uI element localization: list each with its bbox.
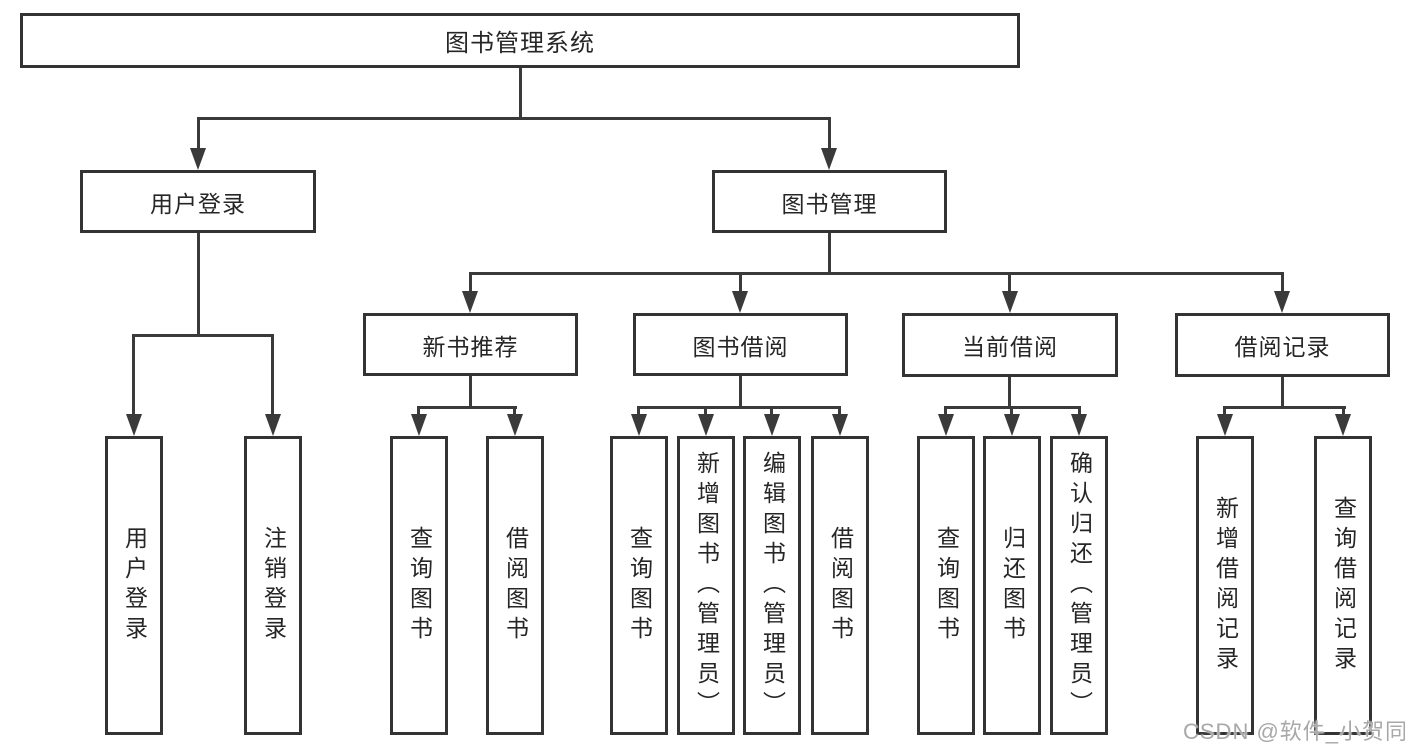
- connector-line: [828, 117, 831, 150]
- leaf-return-books: 归还图书: [983, 436, 1041, 735]
- connector-line: [944, 406, 947, 417]
- connector-line: [513, 406, 516, 417]
- arrow-down-icon: [938, 414, 954, 436]
- node-system-root-label: 图书管理系统: [445, 30, 595, 57]
- connector-line: [469, 373, 472, 409]
- leaf-borrow-books-label: 借阅图书: [827, 525, 854, 646]
- connector-line: [469, 272, 472, 293]
- connector-line: [1008, 272, 1011, 293]
- connector-line: [271, 334, 274, 416]
- connector-line: [637, 406, 841, 409]
- arrow-down-icon: [1335, 414, 1351, 436]
- arrow-down-icon: [126, 414, 142, 436]
- node-user-login: 用户登录: [80, 170, 316, 233]
- leaf-logout: 注销登录: [244, 436, 302, 735]
- connector-line: [1281, 272, 1284, 293]
- connector-line: [1078, 406, 1081, 417]
- leaf-recommend-borrow-books-label: 借阅图书: [502, 525, 529, 646]
- arrow-down-icon: [698, 414, 714, 436]
- connector-line: [637, 406, 640, 417]
- connector-line: [1281, 374, 1284, 409]
- connector-line: [828, 230, 831, 275]
- node-book-management: 图书管理: [712, 170, 947, 233]
- leaf-recommend-query-books-label: 查询图书: [406, 525, 433, 646]
- connector-line: [197, 117, 831, 120]
- leaf-current-query-books: 查询图书: [917, 436, 975, 735]
- connector-line: [417, 406, 420, 417]
- leaf-add-books-admin-label: 新增图书（管理员）: [693, 450, 720, 721]
- node-book-borrow-label: 图书借阅: [692, 333, 789, 360]
- arrow-down-icon: [1274, 291, 1290, 313]
- node-current-borrow-label: 当前借阅: [962, 334, 1058, 360]
- connector-line: [1223, 406, 1226, 417]
- arrow-down-icon: [190, 148, 206, 170]
- arrow-down-icon: [631, 414, 647, 436]
- leaf-confirm-return-admin-label: 确认归还（管理员）: [1066, 450, 1093, 721]
- node-borrow-records-label: 借阅记录: [1234, 334, 1331, 360]
- leaf-borrow-query-books-label: 查询图书: [626, 525, 653, 646]
- node-current-borrow: 当前借阅: [902, 313, 1118, 377]
- connector-line: [132, 334, 274, 337]
- connector-line: [197, 117, 200, 150]
- node-user-login-label: 用户登录: [150, 190, 246, 217]
- arrow-down-icon: [462, 291, 478, 313]
- leaf-add-borrow-record-label: 新增借阅记录: [1212, 495, 1239, 676]
- leaf-user-login: 用户登录: [105, 436, 163, 735]
- connector-line: [838, 406, 841, 417]
- connector-line: [1010, 406, 1013, 417]
- connector-line: [519, 66, 522, 120]
- leaf-return-books-label: 归还图书: [999, 525, 1026, 646]
- connector-line: [417, 406, 517, 409]
- arrow-down-icon: [1071, 414, 1087, 436]
- arrow-down-icon: [1002, 291, 1018, 313]
- node-borrow-records: 借阅记录: [1175, 313, 1390, 377]
- arrow-down-icon: [764, 414, 780, 436]
- leaf-add-books-admin: 新增图书（管理员）: [677, 436, 735, 735]
- connector-line: [739, 272, 742, 293]
- leaf-recommend-borrow-books: 借阅图书: [486, 436, 544, 735]
- connector-line: [469, 272, 1283, 275]
- arrow-down-icon: [507, 414, 523, 436]
- arrow-down-icon: [265, 414, 281, 436]
- leaf-borrow-books: 借阅图书: [811, 436, 869, 735]
- arrow-down-icon: [1217, 414, 1233, 436]
- node-new-book-recommend-label: 新书推荐: [422, 333, 519, 360]
- connector-line: [739, 373, 742, 409]
- leaf-recommend-query-books: 查询图书: [390, 436, 448, 735]
- leaf-query-borrow-record: 查询借阅记录: [1314, 436, 1372, 735]
- leaf-query-borrow-record-label: 查询借阅记录: [1330, 495, 1357, 676]
- node-system-root: 图书管理系统: [20, 13, 1020, 68]
- connector-line: [1342, 406, 1345, 417]
- arrow-down-icon: [1004, 414, 1020, 436]
- csdn-watermark: CSDN @软件_小贺同学: [1183, 719, 1405, 744]
- leaf-confirm-return-admin: 确认归还（管理员）: [1050, 436, 1108, 735]
- leaf-borrow-query-books: 查询图书: [610, 436, 668, 735]
- arrow-down-icon: [411, 414, 427, 436]
- node-book-management-label: 图书管理: [781, 190, 878, 217]
- leaf-edit-books-admin-label: 编辑图书（管理员）: [759, 450, 786, 721]
- connector-line: [132, 334, 135, 416]
- connector-line: [704, 406, 707, 417]
- leaf-user-login-label: 用户登录: [121, 525, 148, 646]
- node-book-borrow: 图书借阅: [633, 313, 848, 376]
- arrow-down-icon: [821, 148, 837, 170]
- connector-line: [197, 230, 200, 337]
- leaf-current-query-books-label: 查询图书: [933, 525, 960, 646]
- connector-line: [770, 406, 773, 417]
- arrow-down-icon: [832, 414, 848, 436]
- connector-line: [1008, 374, 1011, 409]
- arrow-down-icon: [732, 291, 748, 313]
- leaf-add-borrow-record: 新增借阅记录: [1196, 436, 1254, 735]
- leaf-edit-books-admin: 编辑图书（管理员）: [743, 436, 801, 735]
- leaf-logout-label: 注销登录: [260, 525, 287, 646]
- node-new-book-recommend: 新书推荐: [363, 313, 578, 376]
- connector-line: [1223, 406, 1346, 409]
